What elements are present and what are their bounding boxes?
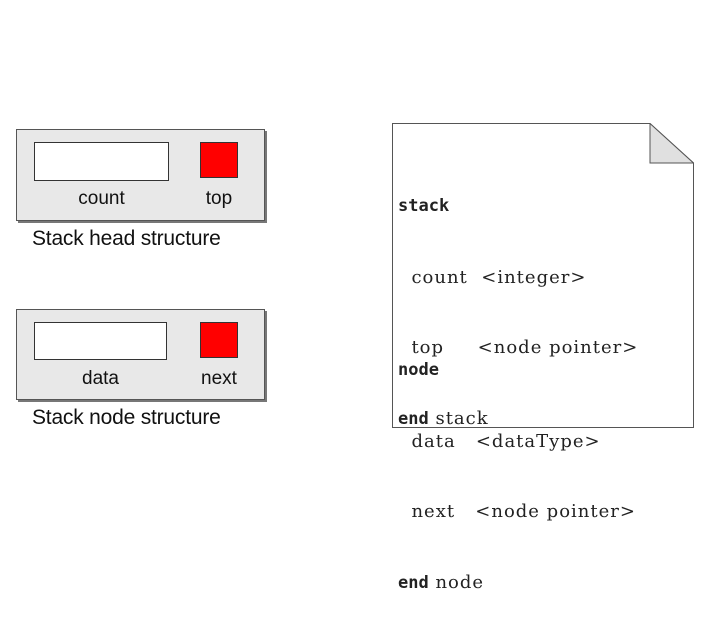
code-page: stack count <integer> top <node pointer>… — [392, 123, 694, 593]
node-next-name: next — [411, 501, 456, 522]
next-pointer-field — [200, 322, 238, 358]
folded-corner — [649, 123, 694, 164]
data-field-label: data — [82, 368, 119, 389]
stack-count-name: count — [411, 266, 468, 288]
data-field — [34, 322, 167, 360]
count-field — [34, 142, 169, 181]
count-field-label: count — [78, 188, 125, 209]
stack-end-keyword: end — [398, 408, 429, 429]
page-outline — [392, 123, 694, 428]
node-keyword: node — [398, 360, 439, 380]
top-field-label: top — [205, 188, 233, 209]
stack-node-caption: Stack node structure — [32, 406, 221, 429]
next-field-label: next — [201, 368, 237, 389]
stack-declaration: stack count <integer> top <node pointer>… — [398, 147, 638, 478]
stack-top-type: <node pointer> — [477, 337, 639, 358]
stack-top-name: top — [411, 337, 445, 358]
stack-count-type: <integer> — [481, 266, 587, 288]
node-data-type: <dataType> — [475, 430, 601, 452]
stack-end-name: stack — [435, 407, 489, 429]
node-declaration: node data <dataType> next <node pointer>… — [398, 311, 636, 642]
node-end-keyword: end — [398, 572, 429, 593]
stack-keyword: stack — [398, 196, 450, 216]
stack-node-structure-box: data next — [16, 309, 265, 400]
node-end-name: node — [435, 571, 485, 593]
stack-head-structure-box: count top — [16, 129, 265, 221]
node-next-type: <node pointer> — [475, 501, 636, 522]
top-pointer-field — [200, 142, 238, 178]
node-data-name: data — [411, 430, 456, 452]
stack-head-caption: Stack head structure — [32, 227, 221, 250]
